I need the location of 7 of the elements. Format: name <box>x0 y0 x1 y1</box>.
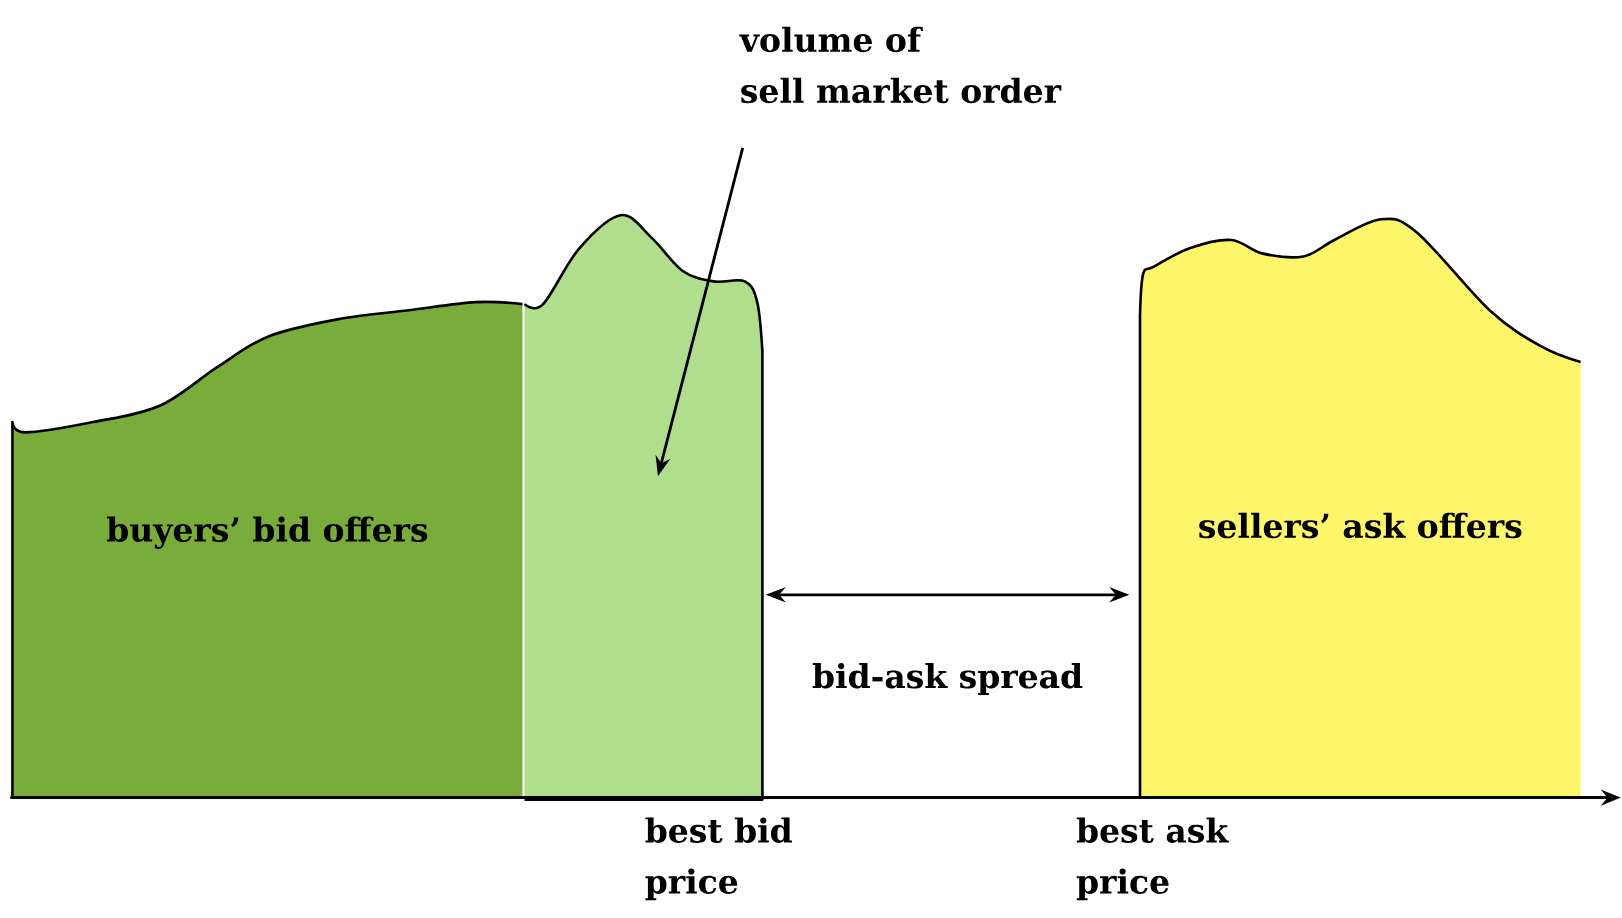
shaded-area: buyers’ bid offers <box>11 300 523 798</box>
shaded-area <box>524 213 764 801</box>
annotation-text: volume of sell market order <box>739 26 1062 104</box>
shaded-area: sellers’ ask offers <box>1138 217 1581 798</box>
axis-label: best bid price <box>645 817 792 901</box>
edge-label: bid-ask spread <box>809 661 1086 697</box>
axis-label: best ask price <box>1076 817 1229 901</box>
